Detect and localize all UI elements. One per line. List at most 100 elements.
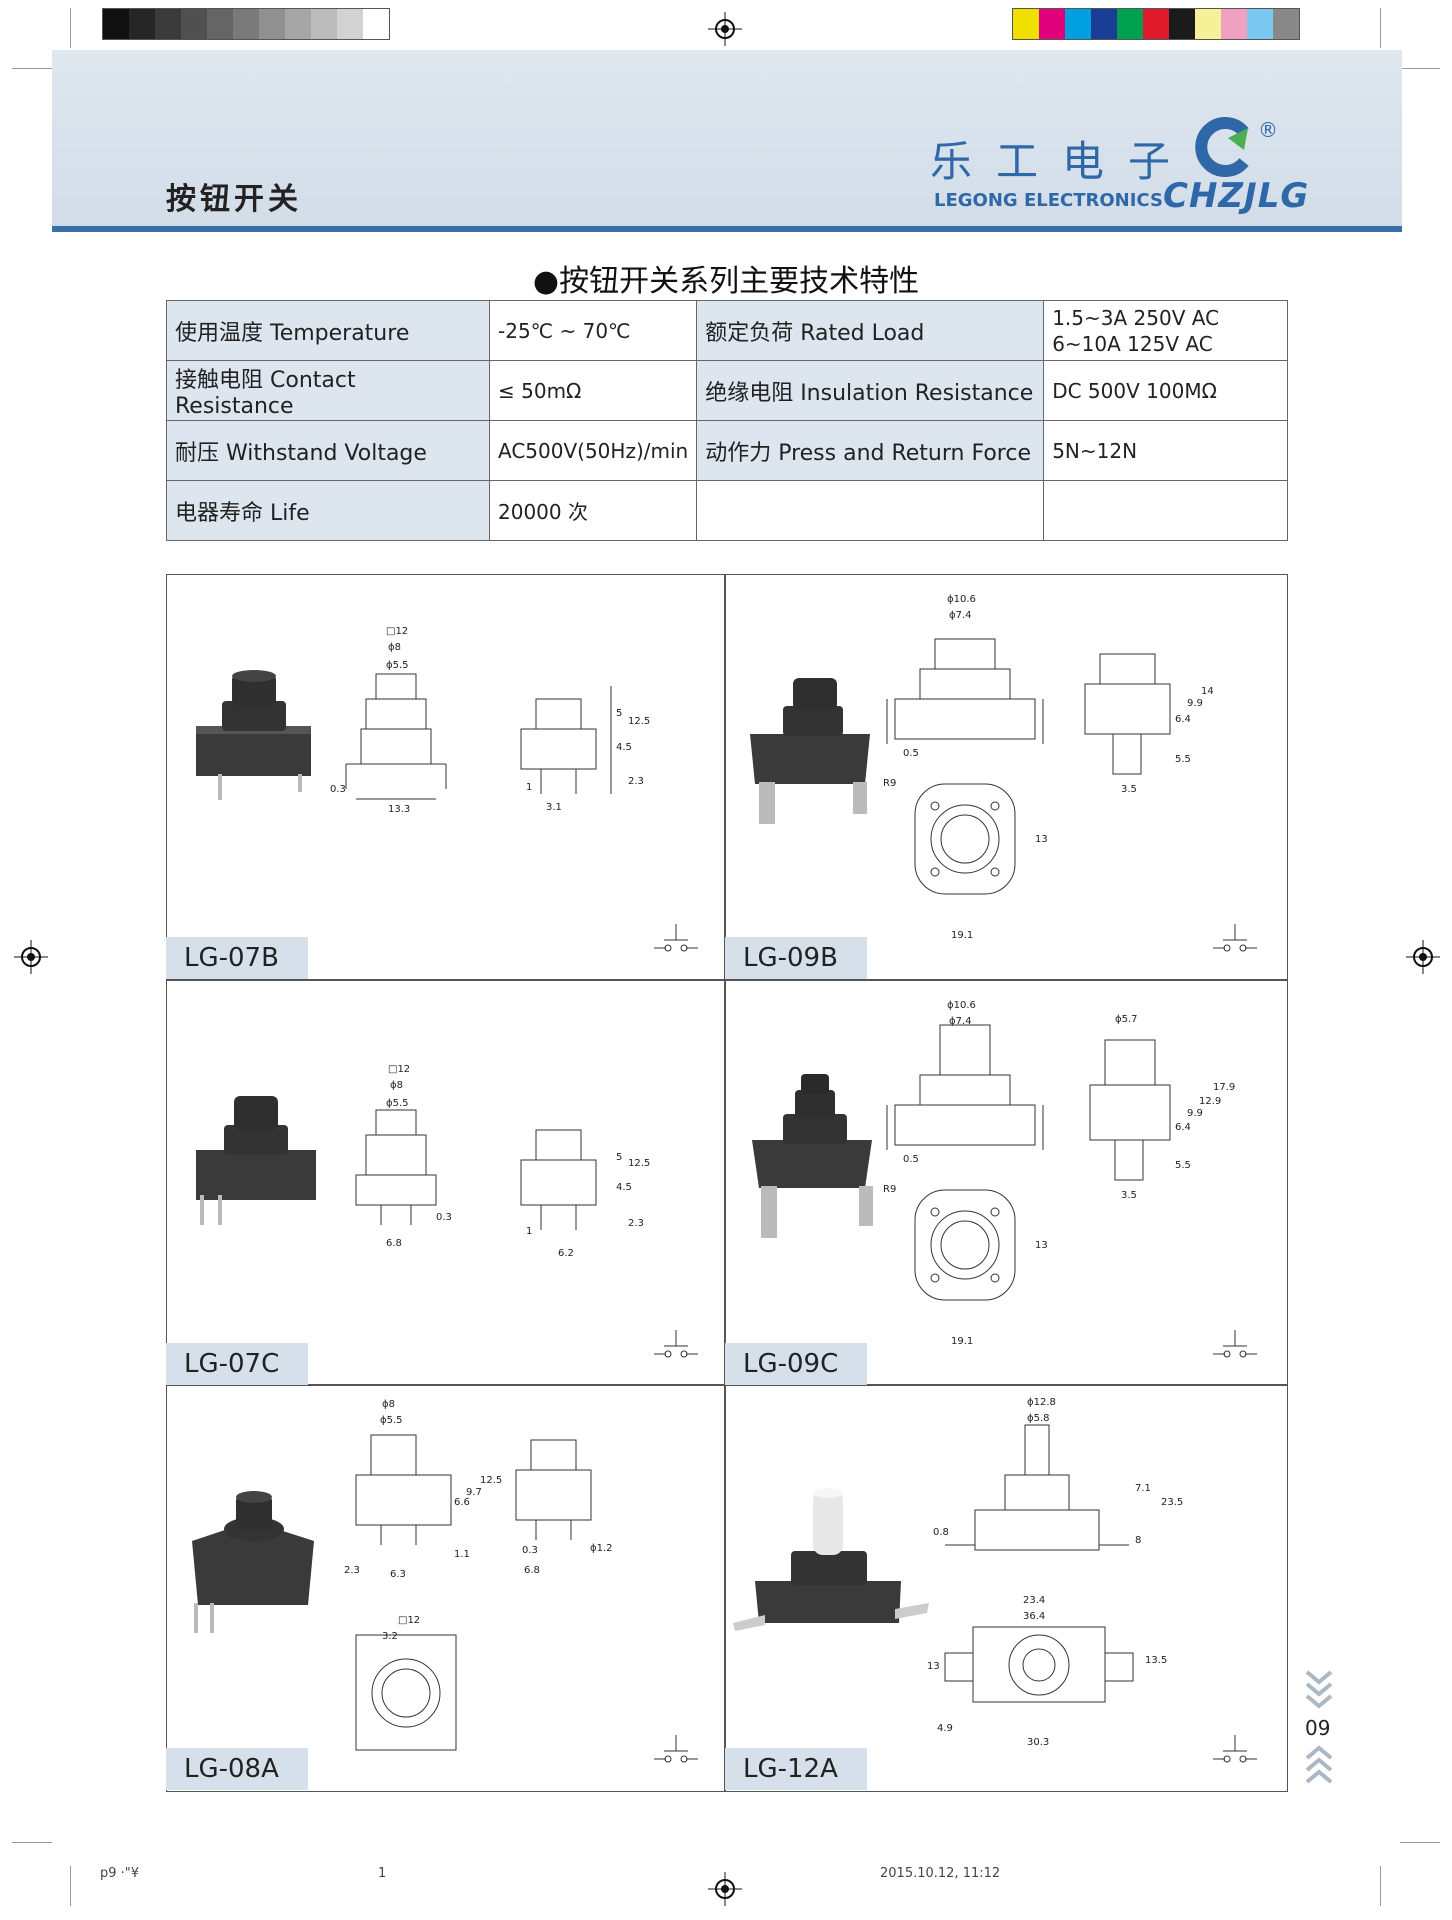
crop-mark xyxy=(1380,1866,1381,1906)
footer-date: 2015.10.12, 11:12 xyxy=(880,1866,1001,1881)
crop-mark xyxy=(1400,1842,1440,1843)
model-label: LG-08A xyxy=(166,1748,308,1790)
dim-label: ϕ5.5 xyxy=(380,1415,403,1426)
product-cell-lg-09c: ϕ10.6 ϕ7.4 ϕ5.7 0.5 R9 19.1 13 6.4 9.9 1… xyxy=(725,980,1285,1385)
dim-label: 9.7 xyxy=(466,1487,482,1498)
dim-label: R9 xyxy=(883,1184,896,1195)
dim-label: 6.3 xyxy=(390,1569,406,1580)
dimension-drawing: □12 ϕ8 ϕ5.5 6.8 0.3 5 4.5 12.5 2.3 1 6.2 xyxy=(355,1064,650,1259)
dim-label: ϕ1.2 xyxy=(590,1543,613,1554)
switch-symbol-icon xyxy=(1213,1330,1257,1358)
registered-mark: ® xyxy=(1258,118,1278,142)
model-label: LG-07B xyxy=(166,937,308,979)
switch-photo xyxy=(196,1096,316,1225)
dim-label: 6.6 xyxy=(454,1497,470,1508)
switch-photo xyxy=(192,1491,314,1633)
dim-label: 5 xyxy=(616,708,622,719)
spec-value: ≤ 50mΩ xyxy=(488,360,698,421)
color-swatch xyxy=(1117,9,1143,39)
dimension-drawing: ϕ10.6 ϕ7.4 0.5 R9 19.1 13 6.4 9.9 14 5.5… xyxy=(883,594,1214,941)
dim-label: 3.1 xyxy=(546,802,562,813)
registration-mark-icon xyxy=(1406,940,1440,974)
dim-label: 0.3 xyxy=(522,1545,538,1556)
gray-swatch xyxy=(181,9,207,39)
registration-mark-icon xyxy=(14,940,48,974)
dim-label: ϕ5.8 xyxy=(1027,1413,1050,1424)
gray-swatch xyxy=(233,9,259,39)
dim-label: 0.3 xyxy=(436,1212,452,1223)
model-label: LG-09C xyxy=(725,1343,867,1385)
dim-label: 6.8 xyxy=(386,1238,402,1249)
dim-label: R9 xyxy=(883,778,896,789)
color-calibration-bar xyxy=(1012,8,1300,40)
gray-swatch xyxy=(129,9,155,39)
gray-swatch xyxy=(363,9,389,39)
page-title: 按钮开关 xyxy=(166,182,302,217)
spec-section-title: ●按钮开关系列主要技术特性 xyxy=(532,264,920,299)
dim-label: □12 xyxy=(386,626,408,637)
dim-label: 0.5 xyxy=(903,748,919,759)
dim-label: 3.2 xyxy=(382,1631,398,1642)
dim-label: 6.2 xyxy=(558,1248,574,1259)
dim-label: 6.4 xyxy=(1175,714,1191,725)
grid-divider xyxy=(724,574,726,1792)
dim-label: 0.5 xyxy=(903,1154,919,1165)
switch-symbol-icon xyxy=(654,1735,698,1763)
dimension-drawing: ϕ10.6 ϕ7.4 ϕ5.7 0.5 R9 19.1 13 6.4 9.9 1… xyxy=(883,1000,1235,1347)
spec-label: 额定负荷 Rated Load xyxy=(696,300,1045,361)
dim-label: 9.9 xyxy=(1187,1108,1203,1119)
dim-label: 8 xyxy=(1135,1535,1141,1546)
dim-label: 1 xyxy=(526,1226,532,1237)
spec-label: 使用温度 Temperature xyxy=(166,300,490,361)
dim-label: ϕ8 xyxy=(382,1399,395,1410)
crop-mark xyxy=(12,68,52,69)
dim-label: 13 xyxy=(927,1661,940,1672)
page-number: 09 xyxy=(1305,1716,1331,1740)
footer-slug: p9 ·"¥ xyxy=(100,1866,140,1881)
spec-value: 20000 次 xyxy=(488,480,698,541)
switch-photo xyxy=(196,670,311,800)
product-cell-lg-07b: □12 ϕ8 ϕ5.5 13.3 0.3 5 4.5 12.5 2.3 1 3.… xyxy=(166,574,726,979)
switch-photo xyxy=(750,678,870,824)
dim-label: 30.3 xyxy=(1027,1737,1049,1748)
gray-calibration-bar xyxy=(102,8,390,40)
color-swatch xyxy=(1273,9,1299,39)
color-swatch xyxy=(1195,9,1221,39)
dim-label: ϕ10.6 xyxy=(947,1000,976,1011)
dim-label: ϕ5.7 xyxy=(1115,1014,1138,1025)
switch-symbol-icon xyxy=(1213,1735,1257,1763)
gray-swatch xyxy=(259,9,285,39)
color-swatch xyxy=(1247,9,1273,39)
dim-label: 0.8 xyxy=(933,1527,949,1538)
dimension-drawing: □12 ϕ8 ϕ5.5 13.3 0.3 5 4.5 12.5 2.3 1 3.… xyxy=(330,626,650,815)
dim-label: ϕ10.6 xyxy=(947,594,976,605)
dim-label: ϕ7.4 xyxy=(949,1016,972,1027)
dim-label: 7.1 xyxy=(1135,1483,1151,1494)
spec-row: 使用温度 Temperature -25℃ ~ 70℃ 额定负荷 Rated L… xyxy=(166,300,1288,361)
color-swatch xyxy=(1039,9,1065,39)
product-cell-lg-08a: ϕ8 ϕ5.5 6.6 9.7 12.5 2.3 6.3 1.1 0.3 ϕ1.… xyxy=(166,1385,726,1790)
brand-logo-text: CHZJLG xyxy=(1163,176,1310,216)
dim-label: 12.5 xyxy=(628,716,650,727)
color-swatch xyxy=(1221,9,1247,39)
dim-label: 17.9 xyxy=(1213,1082,1235,1093)
dim-label: □12 xyxy=(388,1064,410,1075)
spec-row: 耐压 Withstand Voltage AC500V(50Hz)/min 动作… xyxy=(166,420,1288,481)
crop-mark xyxy=(12,1842,52,1843)
header-band xyxy=(52,50,1402,226)
model-label: LG-12A xyxy=(725,1748,867,1790)
spec-label: 电器寿命 Life xyxy=(166,480,490,541)
brand-name-en: LEGONG ELECTRONICS xyxy=(934,190,1163,211)
dim-label: 0.3 xyxy=(330,784,346,795)
dim-label: 2.3 xyxy=(628,776,644,787)
color-swatch xyxy=(1143,9,1169,39)
dim-label: ϕ8 xyxy=(388,642,401,653)
dim-label: 6.4 xyxy=(1175,1122,1191,1133)
spec-label: 接触电阻 Contact Resistance xyxy=(166,360,490,421)
dim-label: 4.5 xyxy=(616,742,632,753)
dim-label: 13 xyxy=(1035,1240,1048,1251)
dim-label: 19.1 xyxy=(951,930,973,941)
switch-photo xyxy=(733,1488,929,1631)
spec-value: 5N~12N xyxy=(1043,420,1288,481)
